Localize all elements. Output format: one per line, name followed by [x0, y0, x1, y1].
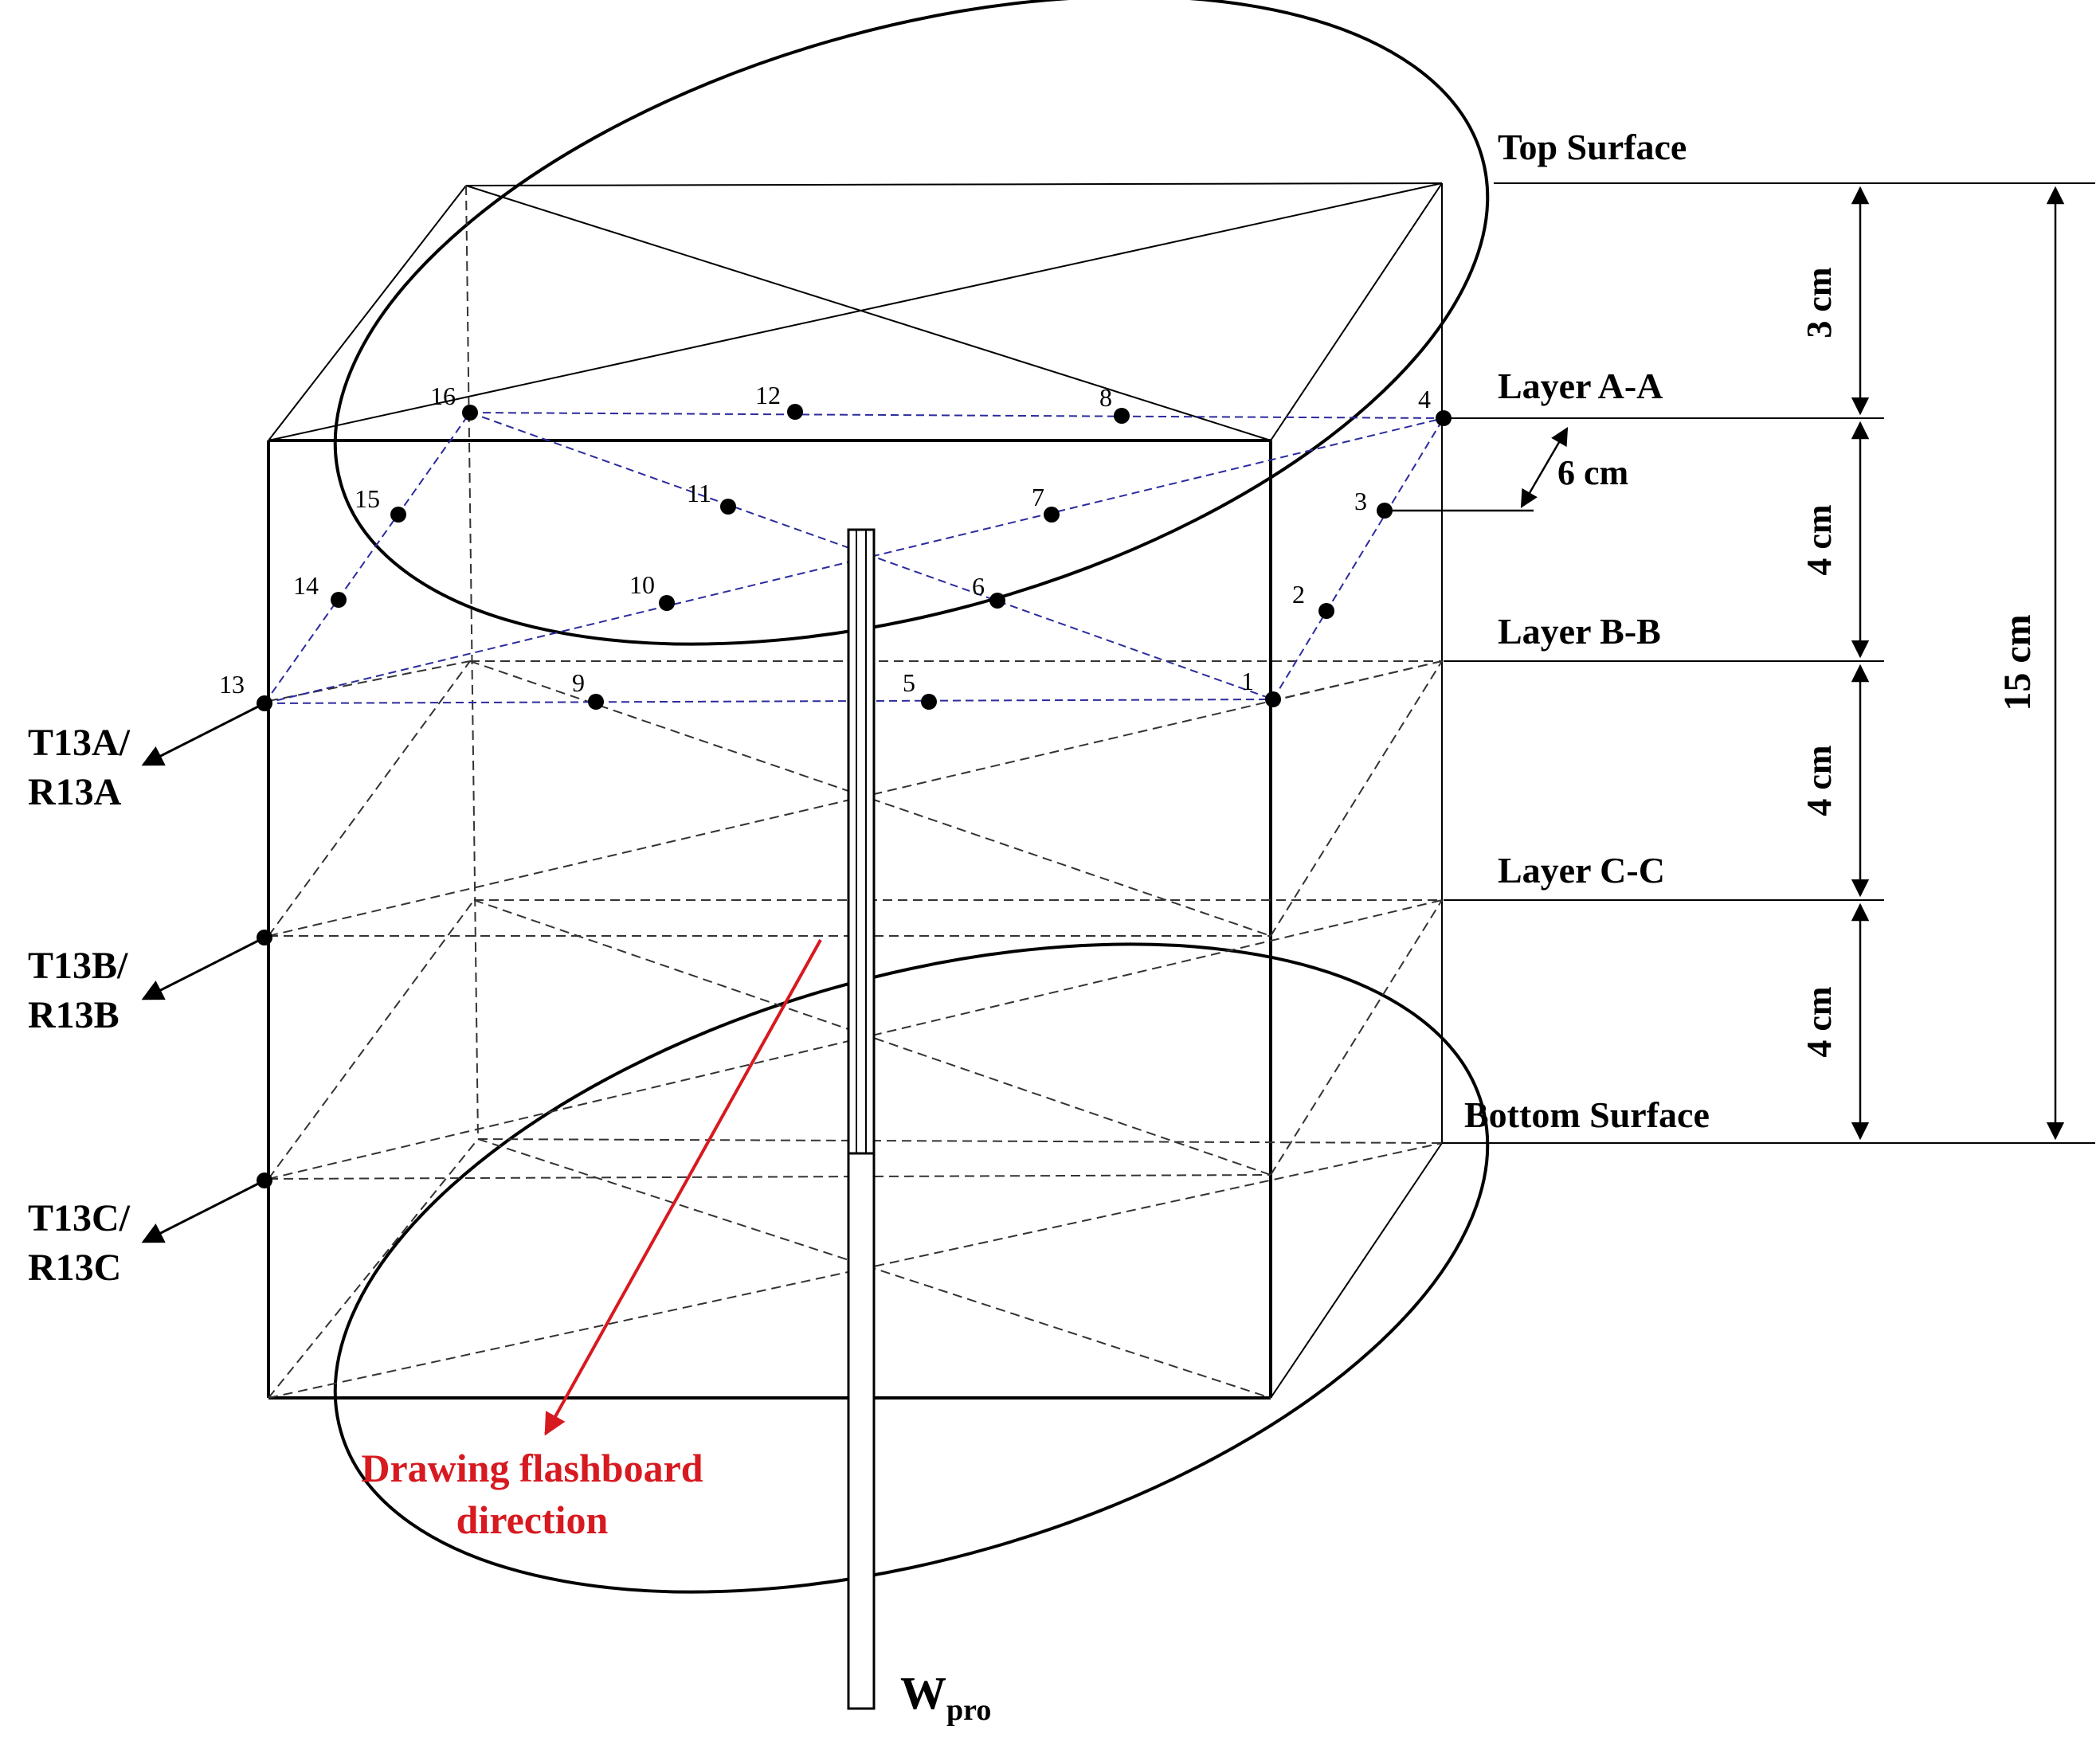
point-1 — [1265, 691, 1281, 707]
point-label-10: 10 — [629, 570, 655, 599]
point-label-1: 1 — [1241, 667, 1254, 695]
point-label-16: 16 — [430, 382, 456, 410]
probe-label-sub: pro — [946, 1693, 991, 1727]
point-12 — [787, 404, 803, 420]
sensor-a-label-line1: T13A/ — [28, 722, 131, 764]
point-15 — [390, 507, 406, 523]
point-label-8: 8 — [1099, 383, 1112, 412]
point-11 — [720, 499, 736, 515]
probe-label-main: W — [900, 1667, 946, 1719]
point-label-15: 15 — [355, 484, 380, 513]
point-label-4: 4 — [1418, 385, 1431, 413]
dimension-label-4cm-a: 4 cm — [1800, 504, 1839, 575]
dimension-label-6cm: 6 cm — [1557, 453, 1628, 492]
point-16 — [462, 405, 478, 421]
dimension-label-15cm: 15 cm — [1996, 614, 2039, 711]
layer-a-label: Layer A-A — [1498, 366, 1663, 406]
sensor-b-label-line1: T13B/ — [28, 945, 128, 987]
hidden-edges — [268, 185, 1443, 1399]
dimension-label-4cm-b: 4 cm — [1800, 745, 1839, 816]
layer-b-label: Layer B-B — [1498, 611, 1661, 652]
point-14 — [331, 592, 347, 608]
point-8 — [1114, 408, 1130, 424]
top-surface-label: Top Surface — [1498, 127, 1687, 167]
point-label-6: 6 — [972, 572, 985, 601]
point-label-11: 11 — [687, 479, 711, 507]
reference-lines — [1442, 182, 2095, 1144]
point-label-2: 2 — [1292, 580, 1305, 609]
sensor-c-label-line2: R13C — [28, 1247, 121, 1289]
direction-label-line2: direction — [456, 1497, 609, 1542]
point-label-9: 9 — [572, 668, 585, 697]
dimension-label-3cm: 3 cm — [1800, 267, 1839, 338]
probe-label: Wpro — [900, 1667, 991, 1727]
point-label-13: 13 — [219, 670, 245, 699]
sensor-arrows — [141, 702, 265, 1243]
top-surface-ellipse — [333, 0, 1490, 646]
point-label-12: 12 — [755, 381, 781, 409]
bottom-surface-label: Bottom Surface — [1464, 1094, 1710, 1135]
dimension-label-4cm-c: 4 cm — [1800, 986, 1839, 1057]
point-9 — [588, 694, 604, 710]
point-label-5: 5 — [903, 668, 915, 697]
point-10 — [659, 595, 675, 611]
layer-c-label: Layer C-C — [1498, 850, 1665, 891]
bottom-surface-ellipse — [333, 942, 1490, 1594]
point-7 — [1044, 507, 1060, 523]
sensor-c-label-line1: T13C/ — [28, 1197, 131, 1239]
sensor-b-label-line2: R13B — [28, 994, 119, 1036]
point-label-7: 7 — [1032, 483, 1044, 511]
probe — [847, 528, 876, 1710]
measurement-points — [257, 404, 1452, 1188]
drawing-direction-arrow — [544, 939, 822, 1436]
point-label-14: 14 — [293, 571, 319, 600]
sensor-a-label-line2: R13A — [28, 771, 122, 813]
point-2 — [1318, 603, 1334, 619]
point-labels: 1 2 3 4 5 6 7 8 9 10 11 12 13 14 15 16 — [219, 381, 1431, 699]
point-label-3: 3 — [1354, 487, 1367, 515]
point-6 — [989, 593, 1005, 609]
dimension-arrows — [1385, 186, 2065, 1141]
direction-label-line1: Drawing flashboard — [361, 1446, 703, 1490]
specimen-box — [267, 182, 1443, 1400]
point-5 — [921, 694, 937, 710]
